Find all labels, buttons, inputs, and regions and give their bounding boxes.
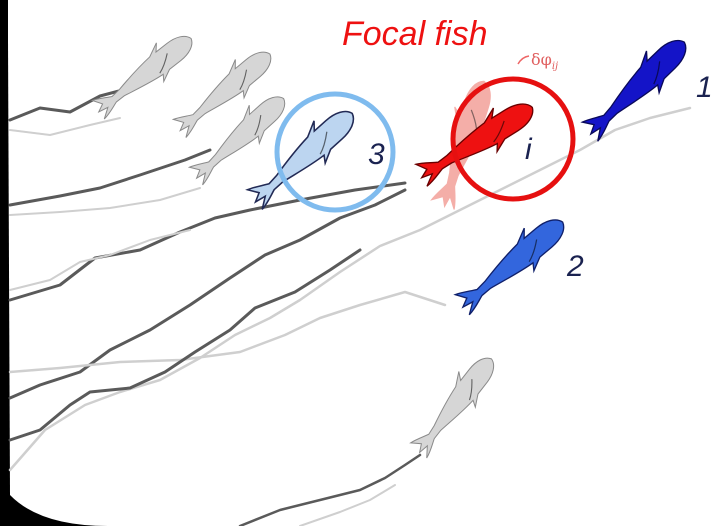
focal-fish-title: Focal fish	[342, 14, 488, 54]
angle-subscript: ij	[552, 61, 558, 72]
neighbor-3-label: 3	[368, 139, 385, 171]
neighbor-2-label: 2	[567, 251, 584, 283]
angle-symbol: δφ	[531, 50, 552, 69]
white-panel	[8, 0, 714, 526]
angle-delta-label: δφij	[531, 51, 558, 76]
neighbor-1-label: 1	[696, 72, 713, 104]
focal-index-label: i	[525, 134, 532, 166]
